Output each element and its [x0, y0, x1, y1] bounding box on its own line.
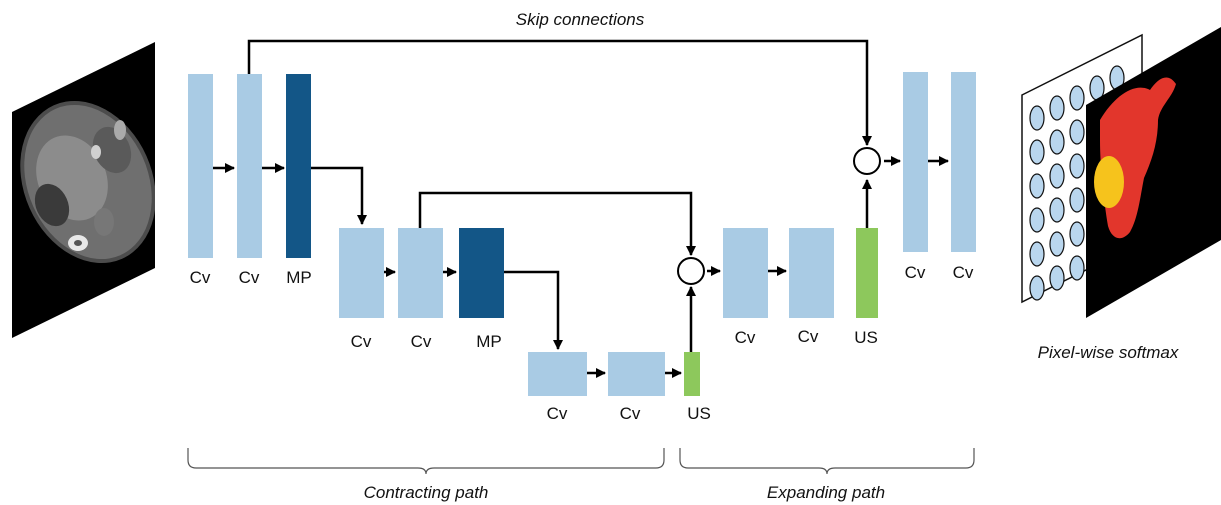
contracting-path-caption: Contracting path [364, 483, 489, 502]
encoder-level-2: Cv Cv MP [339, 228, 504, 351]
softmax-node [1049, 163, 1065, 189]
label-bottleneck-conv1: Cv [547, 404, 568, 423]
expanding-path-caption: Expanding path [767, 483, 885, 502]
block-d1-conv1 [903, 72, 928, 252]
label-bottleneck-upsample: US [687, 404, 711, 423]
label-d2-upsample: US [854, 328, 878, 347]
softmax-node [1069, 255, 1085, 281]
softmax-node [1029, 207, 1045, 233]
segmentation-mask-output [1086, 27, 1221, 318]
block-e1-maxpool [286, 74, 311, 258]
block-bottleneck-conv1 [528, 352, 587, 396]
label-d2-conv2: Cv [798, 327, 819, 346]
block-e1-conv2 [237, 74, 262, 258]
label-bottleneck-conv2: Cv [620, 404, 641, 423]
softmax-node [1069, 187, 1085, 213]
concat-node-lower [677, 257, 705, 285]
pixel-wise-softmax-caption: Pixel-wise softmax [1038, 343, 1179, 362]
skip-connections-caption: Skip connections [516, 10, 645, 29]
block-e2-conv2 [398, 228, 443, 318]
encoder-level-1: Cv Cv MP [188, 74, 312, 287]
block-e2-maxpool [459, 228, 504, 318]
label-d1-conv1: Cv [905, 263, 926, 282]
softmax-node [1069, 85, 1085, 111]
softmax-node [1049, 129, 1065, 155]
label-d2-conv1: Cv [735, 328, 756, 347]
label-d1-conv2: Cv [953, 263, 974, 282]
label-e1-conv1: Cv [190, 268, 211, 287]
softmax-node [1029, 241, 1045, 267]
softmax-node [1029, 105, 1045, 131]
bottleneck: Cv Cv US [528, 352, 711, 423]
label-e2-conv2: Cv [411, 332, 432, 351]
block-e2-conv1 [339, 228, 384, 318]
block-d2-conv1 [723, 228, 768, 318]
softmax-node [1029, 139, 1045, 165]
softmax-node [1069, 153, 1085, 179]
connection-arrows [213, 39, 949, 378]
decoder-level-1: Cv Cv [903, 72, 976, 282]
block-d1-conv2 [951, 72, 976, 252]
label-e2-maxpool: MP [476, 332, 502, 351]
softmax-node [1029, 275, 1045, 301]
label-e1-maxpool: MP [286, 268, 312, 287]
input-ct-image [12, 42, 155, 338]
softmax-node [1049, 265, 1065, 291]
block-bottleneck-conv2 [608, 352, 665, 396]
softmax-node [1049, 231, 1065, 257]
softmax-node [1069, 221, 1085, 247]
softmax-node [1049, 95, 1065, 121]
block-d2-upsample [856, 228, 878, 318]
expanding-path-brace [679, 448, 975, 475]
concat-node-upper [853, 147, 881, 175]
softmax-node [1049, 197, 1065, 223]
softmax-node [1029, 173, 1045, 199]
label-e1-conv2: Cv [239, 268, 260, 287]
label-e2-conv1: Cv [351, 332, 372, 351]
decoder-level-2: Cv Cv US [723, 228, 878, 347]
block-e1-conv1 [188, 74, 213, 258]
block-bottleneck-upsample [684, 352, 700, 396]
contracting-path-brace [187, 448, 665, 475]
softmax-node [1069, 119, 1085, 145]
block-d2-conv2 [789, 228, 834, 318]
